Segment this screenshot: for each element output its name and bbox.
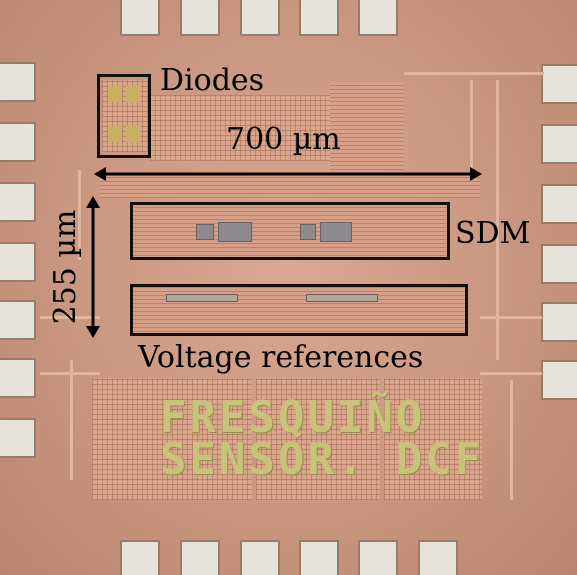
- component: [196, 224, 214, 240]
- bond-pad: [358, 0, 398, 36]
- bond-pad: [180, 540, 220, 575]
- circuit-block: [150, 95, 340, 161]
- width-arrow: [94, 167, 482, 181]
- metal-trace: [70, 360, 73, 480]
- bond-pad: [0, 242, 36, 282]
- bond-pad: [418, 540, 458, 575]
- diode-cell: [108, 126, 122, 142]
- width-label: 700 µm: [226, 122, 341, 157]
- vref-label: Voltage references: [138, 340, 424, 375]
- bond-pad: [240, 0, 280, 36]
- circuit-block: [330, 82, 404, 170]
- sdm-outline: [130, 202, 450, 260]
- diode-cell: [126, 126, 140, 142]
- bond-pad: [0, 62, 36, 102]
- diodes-label: Diodes: [160, 63, 265, 98]
- diode-cell: [108, 86, 122, 102]
- metal-trace: [40, 316, 100, 319]
- bond-pad: [120, 0, 160, 36]
- metal-trace: [510, 380, 513, 500]
- component: [306, 294, 378, 302]
- bond-pad: [541, 302, 577, 342]
- bond-pad: [0, 418, 36, 458]
- component: [320, 222, 352, 242]
- sensor-array-block: [92, 378, 252, 500]
- metal-trace: [480, 372, 542, 375]
- metal-trace: [496, 80, 499, 360]
- diodes-outline: [97, 74, 151, 158]
- component: [218, 222, 252, 242]
- bond-pad: [120, 540, 160, 575]
- bond-pad: [358, 540, 398, 575]
- sdm-circuit: [132, 204, 448, 260]
- sdm-label: SDM: [455, 216, 531, 251]
- bond-pad: [0, 300, 36, 340]
- vref-outline: [130, 284, 468, 336]
- metal-trace: [470, 80, 473, 180]
- bond-pad: [0, 358, 36, 398]
- sensor-array-block: [256, 378, 380, 500]
- diode-cell: [126, 86, 140, 102]
- logo-line-2: SENSOR. DCF: [160, 434, 485, 485]
- height-arrow: [86, 196, 100, 338]
- height-label: 255 µm: [48, 209, 83, 325]
- metal-trace: [78, 170, 81, 260]
- sensor-array-block: [384, 378, 482, 500]
- logo-line-1: FRESQUIÑO: [160, 392, 426, 443]
- component: [166, 294, 238, 302]
- bond-pad: [240, 540, 280, 575]
- bond-pad: [0, 182, 36, 222]
- bond-pad: [541, 360, 577, 400]
- bond-pad: [299, 0, 339, 36]
- bond-pad: [0, 122, 36, 162]
- bond-pad: [541, 184, 577, 224]
- bond-pad: [541, 124, 577, 164]
- bond-pad: [541, 244, 577, 284]
- bus-lines: [100, 176, 480, 198]
- bond-pad: [180, 0, 220, 36]
- bond-pad: [299, 540, 339, 575]
- component: [300, 224, 316, 240]
- metal-trace: [480, 316, 542, 319]
- metal-trace: [404, 72, 544, 75]
- bond-pad: [541, 64, 577, 104]
